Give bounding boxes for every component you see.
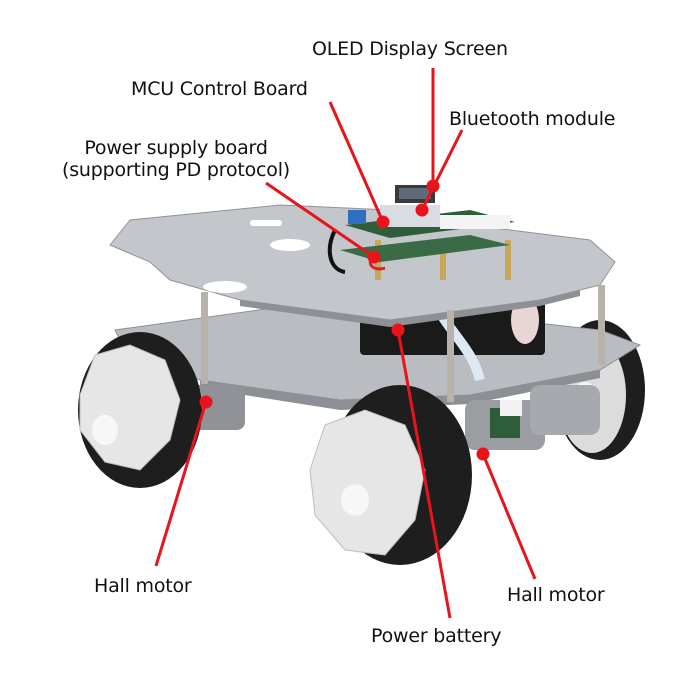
label-power-supply-board-line2: (supporting PD protocol) xyxy=(62,159,291,181)
callout-line-battery xyxy=(396,329,452,619)
label-oled-display-screen: OLED Display Screen xyxy=(312,38,508,60)
callout-line-bluetooth xyxy=(420,129,464,211)
label-hall-motor-left: Hall motor xyxy=(94,575,192,597)
wheel-front-right xyxy=(309,385,472,565)
label-power-supply-board-line1: Power supply board xyxy=(84,137,268,159)
label-power-supply-board: Power supply board (supporting PD protoc… xyxy=(62,137,290,181)
label-bluetooth-module: Bluetooth module xyxy=(449,108,616,130)
callout-line-hall-right xyxy=(481,453,537,580)
label-power-battery: Power battery xyxy=(371,625,502,647)
callout-line-hall-left xyxy=(154,401,208,567)
callout-line-psu xyxy=(265,181,375,259)
label-hall-motor-right: Hall motor xyxy=(507,584,605,606)
hall-motor-right xyxy=(465,385,600,450)
board-stack xyxy=(327,185,515,274)
wheel-front-left xyxy=(78,332,202,488)
callout-lines xyxy=(154,68,537,619)
callout-line-mcu xyxy=(328,101,385,223)
label-mcu-control-board: MCU Control Board xyxy=(131,78,308,100)
